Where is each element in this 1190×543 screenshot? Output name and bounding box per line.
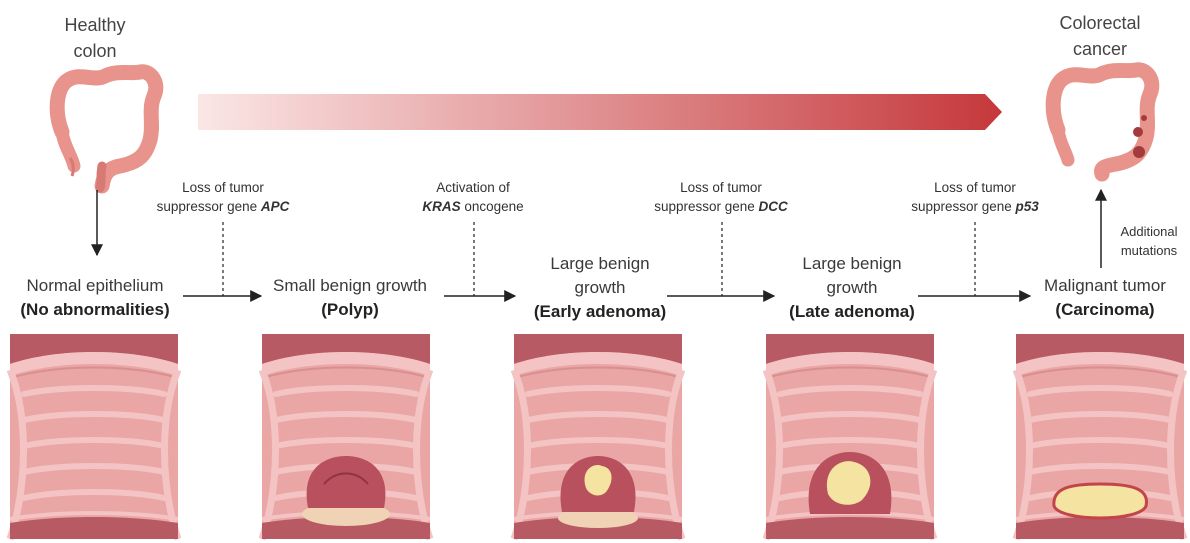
- event-dcc-pre: suppressor gene: [654, 199, 758, 214]
- healthy-colon-line2: colon: [40, 38, 150, 64]
- tissue-panel-early-adenoma: [514, 334, 682, 539]
- event-p53-line1: Loss of tumor: [902, 178, 1048, 197]
- tissue-panel-polyp: [262, 334, 430, 539]
- stage-normal: Normal epithelium (No abnormalities): [0, 274, 190, 322]
- stage-late-name1: Large benign: [762, 252, 942, 276]
- stage-late-name2: growth: [762, 276, 942, 300]
- additional-mutations-label: Additional mutations: [1108, 222, 1190, 260]
- stage-early-adenoma: Large benign growth (Early adenoma): [510, 252, 690, 324]
- stage-late-adenoma: Large benign growth (Late adenoma): [762, 252, 942, 324]
- event-dcc-line1: Loss of tumor: [648, 178, 794, 197]
- stage-early-name1: Large benign: [510, 252, 690, 276]
- progression-arrow: [198, 94, 1002, 130]
- event-dcc-gene: DCC: [759, 199, 788, 214]
- healthy-colon-icon: [57, 72, 156, 188]
- cancer-colon-icon: [1053, 70, 1152, 174]
- tissue-panel-carcinoma: [1016, 334, 1184, 539]
- tissue-panel-normal: [10, 334, 178, 539]
- event-dcc: Loss of tumor suppressor gene DCC: [648, 178, 794, 216]
- event-kras-post: oncogene: [461, 199, 524, 214]
- event-apc-gene: APC: [261, 199, 290, 214]
- stage-normal-name: Normal epithelium: [0, 274, 190, 298]
- stage-carcinoma: Malignant tumor (Carcinoma): [1020, 274, 1190, 322]
- additional-mutations-line1: Additional: [1108, 222, 1190, 241]
- tissue-panel-late-adenoma: [766, 334, 934, 539]
- colorectal-cancer-label: Colorectal cancer: [1035, 10, 1165, 62]
- colorectal-cancer-line2: cancer: [1035, 36, 1165, 62]
- event-apc-pre: suppressor gene: [157, 199, 261, 214]
- stage-carcinoma-name: Malignant tumor: [1020, 274, 1190, 298]
- event-p53: Loss of tumor suppressor gene p53: [902, 178, 1048, 216]
- event-apc: Loss of tumor suppressor gene APC: [150, 178, 296, 216]
- stage-normal-sub: (No abnormalities): [0, 298, 190, 322]
- stage-early-name2: growth: [510, 276, 690, 300]
- stage-early-sub: (Early adenoma): [510, 300, 690, 324]
- event-kras: Activation of KRAS oncogene: [400, 178, 546, 216]
- healthy-colon-label: Healthy colon: [40, 12, 150, 64]
- additional-mutations-line2: mutations: [1108, 241, 1190, 260]
- stage-polyp-name: Small benign growth: [252, 274, 448, 298]
- event-kras-gene: KRAS: [422, 199, 460, 214]
- stage-polyp-sub: (Polyp): [252, 298, 448, 322]
- stage-carcinoma-sub: (Carcinoma): [1020, 298, 1190, 322]
- event-p53-gene: p53: [1016, 199, 1039, 214]
- stage-late-sub: (Late adenoma): [762, 300, 942, 324]
- event-apc-line1: Loss of tumor: [150, 178, 296, 197]
- event-kras-line1: Activation of: [400, 178, 546, 197]
- stage-polyp: Small benign growth (Polyp): [252, 274, 448, 322]
- event-p53-pre: suppressor gene: [911, 199, 1015, 214]
- colorectal-cancer-line1: Colorectal: [1035, 10, 1165, 36]
- healthy-colon-line1: Healthy: [40, 12, 150, 38]
